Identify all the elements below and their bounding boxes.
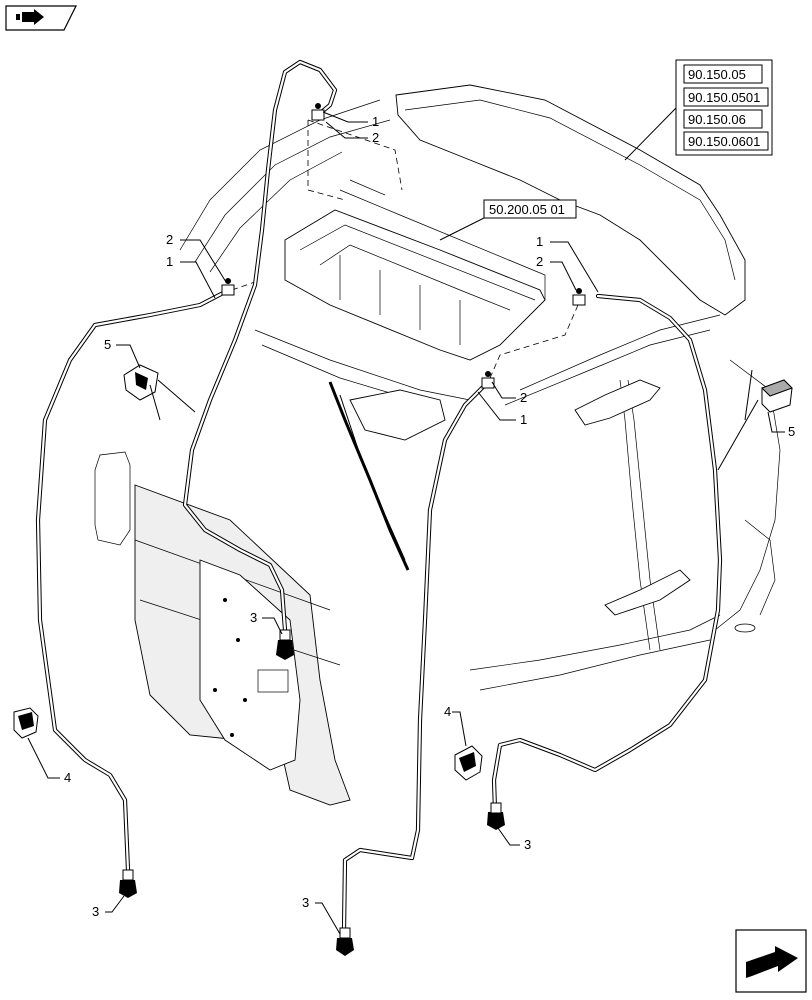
callout-3-bottom-center: 3 (302, 895, 309, 910)
right-cab-door (469, 359, 781, 691)
callout-3-mid-right: 3 (524, 837, 531, 852)
hidden-lines (231, 119, 579, 379)
heater-box-reference: 50.200.05 01 (439, 199, 577, 241)
bracket-right (761, 379, 793, 413)
page-nav-icon[interactable] (5, 5, 77, 31)
left-body-panel (94, 451, 351, 806)
callout-4-mid: 4 (444, 704, 451, 719)
next-page-arrow-icon[interactable] (735, 929, 807, 993)
callout-2-mid: 2 (520, 390, 527, 405)
connector-right (572, 288, 586, 306)
callout-4-left: 4 (64, 770, 71, 785)
connector-mid (481, 371, 495, 389)
nozzle-left-bottom (119, 869, 137, 898)
connector-left (221, 278, 235, 296)
callout-5-right: 5 (788, 424, 795, 439)
ref-90-150-0501[interactable]: 90.150.0501 (688, 90, 760, 105)
washer-hose-left (35, 289, 228, 873)
callout-2-top: 2 (372, 130, 379, 145)
nozzle-bottom-center (336, 927, 354, 956)
callout-1-left: 1 (166, 254, 173, 269)
clip-mid (454, 745, 483, 781)
ref-90-150-0601[interactable]: 90.150.0601 (688, 134, 760, 149)
ref-90-150-06[interactable]: 90.150.06 (688, 112, 746, 127)
heater-box (284, 179, 546, 361)
nozzle-left-mid (276, 629, 294, 660)
callout-2-right: 2 (536, 254, 543, 269)
clip-left (13, 707, 39, 739)
callout-5-left: 5 (104, 337, 111, 352)
callouts: 1 2 2 1 1 2 2 1 5 5 3 4 3 4 3 3 (27, 111, 795, 935)
washer-hose-right (491, 293, 723, 813)
roof-reference-group: 90.150.05 90.150.0501 90.150.06 90.150.0… (624, 59, 773, 161)
callout-3-left-bottom: 3 (92, 904, 99, 919)
washer-hose-main (182, 59, 338, 633)
callout-1-mid: 1 (520, 412, 527, 427)
callout-1-right: 1 (536, 234, 543, 249)
bracket-left (123, 364, 159, 401)
callout-1-top: 1 (372, 114, 379, 129)
ref-50-200-05-01[interactable]: 50.200.05 01 (489, 202, 565, 217)
connector-top (311, 103, 325, 121)
callout-2-left: 2 (166, 232, 173, 247)
callout-3-left-mid: 3 (250, 610, 257, 625)
washer-hose-center (341, 379, 491, 933)
nozzle-mid-right (487, 802, 505, 830)
ref-90-150-05[interactable]: 90.150.05 (688, 67, 746, 82)
wiper-blade (328, 381, 446, 571)
